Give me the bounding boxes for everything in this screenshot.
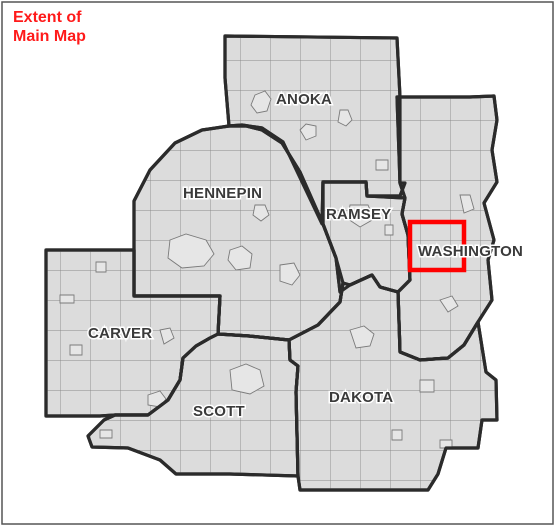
municipal-areas [59, 90, 475, 449]
map-title-line1: Extent of [13, 9, 82, 26]
county-outlines [44, 34, 499, 492]
county-label-ramsey: RAMSEY [326, 206, 391, 223]
county-label-hennepin: HENNEPIN [183, 185, 262, 202]
county-label-washington: WASHINGTON [418, 243, 523, 260]
county-label-scott: SCOTT [193, 403, 245, 420]
main-map-extent-box[interactable] [407, 219, 467, 273]
county-label-anoka: ANOKA [276, 91, 332, 108]
county-label-carver: CARVER [88, 325, 152, 342]
map-title-line2: Main Map [13, 28, 86, 45]
county-label-dakota: DAKOTA [329, 389, 393, 406]
